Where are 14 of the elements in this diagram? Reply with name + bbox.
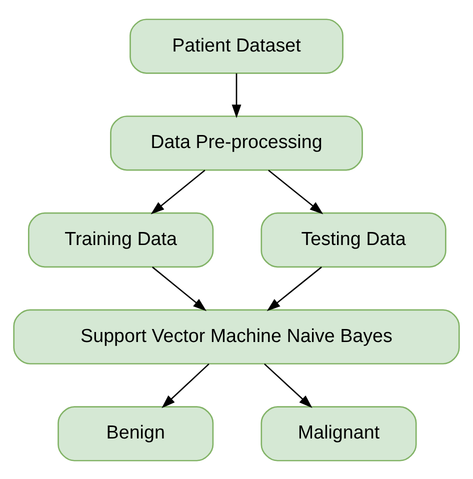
arrow: [152, 266, 206, 311]
node-box: Testing Data: [260, 212, 446, 268]
node-box: Malignant: [260, 406, 417, 461]
arrow: [162, 362, 210, 408]
node-box: Benign: [58, 406, 214, 461]
arrow: [264, 362, 312, 408]
node-box: Data Pre-processing: [110, 115, 363, 170]
node-box: Patient Dataset: [130, 18, 344, 74]
node-box: Support Vector Machine Naive Bayes: [13, 308, 460, 364]
arrow: [150, 169, 206, 214]
arrow: [268, 169, 324, 214]
arrow: [266, 266, 322, 311]
arrow: [232, 72, 242, 118]
node-box: Training Data: [28, 212, 214, 268]
